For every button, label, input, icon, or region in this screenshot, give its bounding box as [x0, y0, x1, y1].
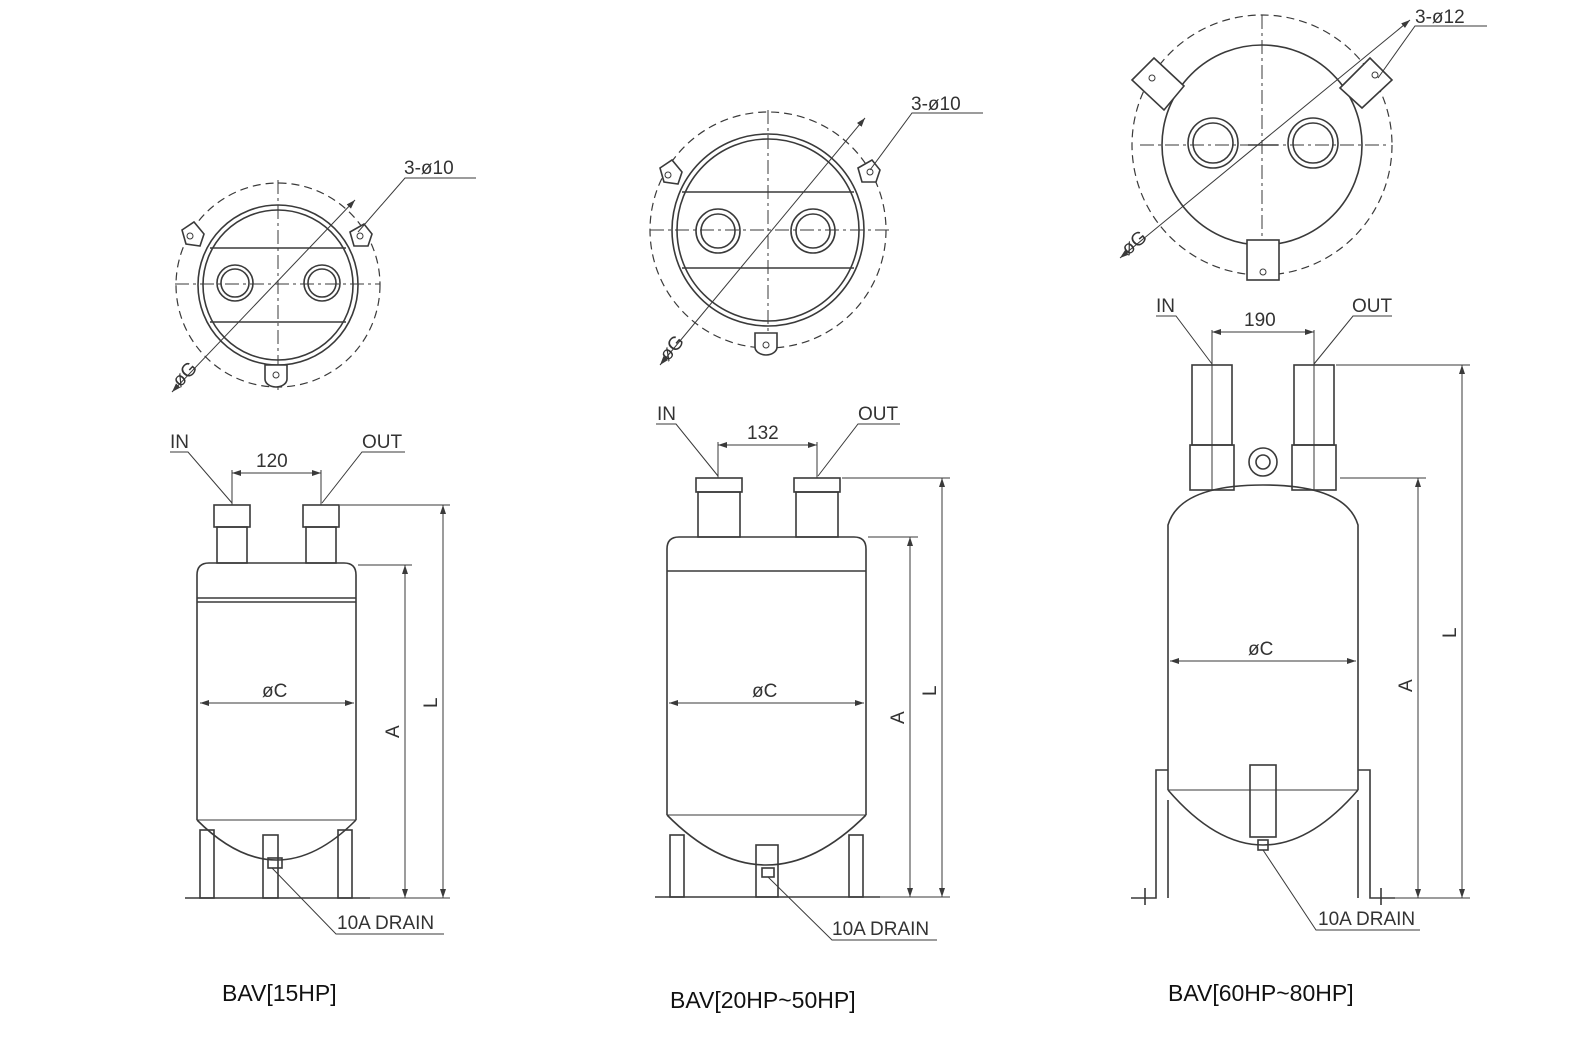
out-label: OUT [362, 432, 403, 453]
dim-l-label: L [421, 697, 442, 708]
in-label: IN [1156, 296, 1175, 317]
dim-l-label: L [920, 685, 941, 696]
spacing-label: 120 [256, 451, 288, 472]
dia-g-label: øG [168, 358, 201, 392]
model-title: BAV[20HP~50HP] [670, 987, 856, 1013]
side-view: 132 IN OUT øC L A 10A DRAIN [655, 404, 950, 941]
dia-c-label: øC [752, 681, 777, 702]
out-label: OUT [858, 404, 899, 425]
top-view: øG 3-ø12 [1118, 7, 1487, 281]
drain-label: 10A DRAIN [1318, 909, 1415, 930]
drain-label: 10A DRAIN [832, 919, 929, 940]
dim-a-label: A [1396, 679, 1417, 692]
drawing-20-50hp: øG 3-ø10 132 IN OUT øC L A 10A DRAIN BAV… [649, 94, 983, 1013]
top-view: øG 3-ø10 [168, 158, 476, 393]
drain-label: 10A DRAIN [337, 913, 434, 934]
out-label: OUT [1352, 296, 1393, 317]
model-title: BAV[60HP~80HP] [1168, 980, 1354, 1006]
dia-c-label: øC [1248, 639, 1273, 660]
in-label: IN [657, 404, 676, 425]
holes-label: 3-ø10 [404, 158, 454, 179]
spacing-label: 132 [747, 423, 779, 444]
spacing-label: 190 [1244, 310, 1276, 331]
holes-label: 3-ø12 [1415, 7, 1465, 28]
dia-c-label: øC [262, 681, 287, 702]
drawing-60-80hp: øG 3-ø12 190 IN OUT øC L A 10A DRAIN BAV… [1118, 7, 1487, 1006]
top-view: øG 3-ø10 [649, 94, 983, 366]
drawing-15hp: øG 3-ø10 120 IN OUT øC L A 10A DRAIN BAV… [168, 158, 476, 1006]
in-label: IN [170, 432, 189, 453]
side-view: 190 IN OUT øC L A 10A DRAIN [1131, 296, 1470, 931]
holes-label: 3-ø10 [911, 94, 961, 115]
dia-g-label: øG [1118, 227, 1152, 260]
dim-a-label: A [888, 711, 909, 724]
model-title: BAV[15HP] [222, 980, 337, 1006]
dim-a-label: A [383, 725, 404, 738]
dim-l-label: L [1440, 627, 1461, 638]
side-view: 120 IN OUT øC L A 10A DRAIN [170, 432, 450, 935]
